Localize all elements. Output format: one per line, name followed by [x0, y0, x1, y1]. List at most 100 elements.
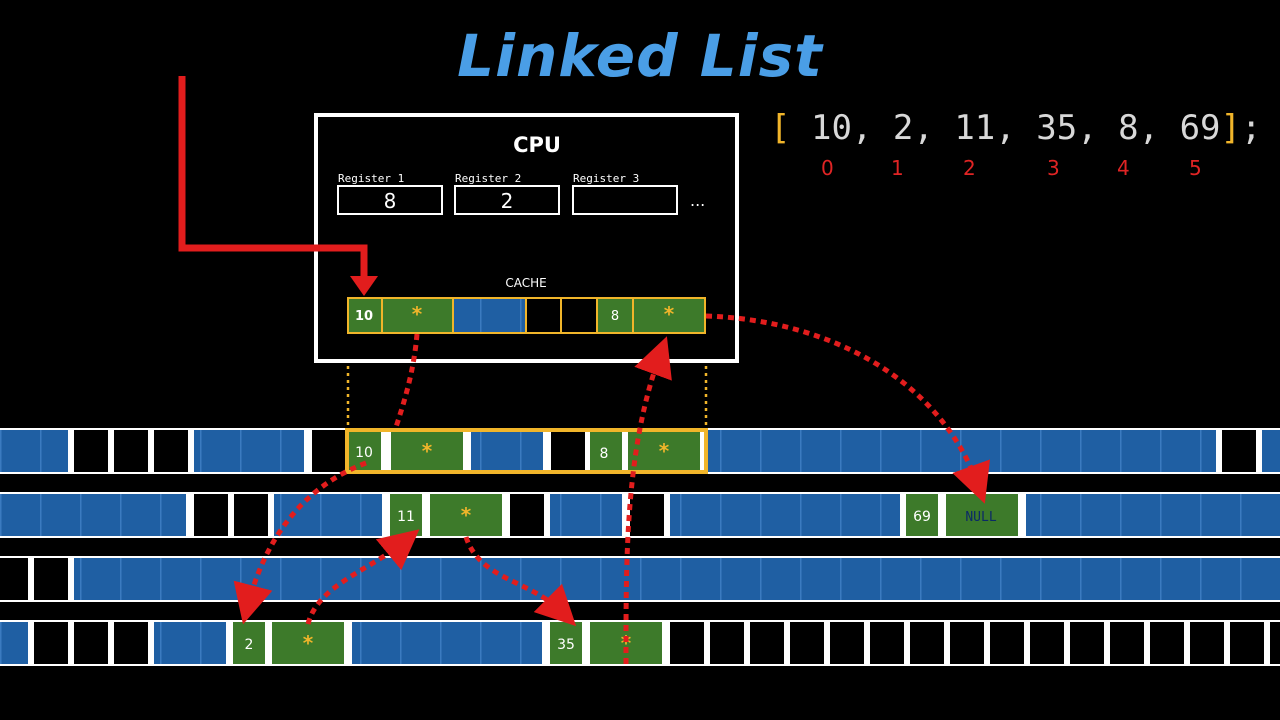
memory-cell-r1-6 [312, 430, 346, 472]
memory-cell-r4-18 [950, 622, 984, 664]
mem-node-10: 10 [355, 445, 373, 461]
cache-label: CACHE [505, 276, 546, 290]
array-value-4: 8 [1118, 108, 1139, 148]
memory-cell-r1-1 [0, 430, 68, 472]
memory-cell-r1-4 [154, 430, 188, 472]
memory-cell-r4-26 [1270, 622, 1280, 664]
memory-cell-r1-14 [1222, 430, 1256, 472]
memory-cell-r4-14 [790, 622, 824, 664]
memory-cell-r2-13 [1026, 494, 1280, 536]
cache-pointer-glyph-8: * [664, 302, 675, 326]
memory-cell-r4-16 [870, 622, 904, 664]
pointer-arrow-2-to-11 [305, 529, 420, 625]
memory-cell-r4-6 [233, 622, 265, 664]
cache-value-10: 10 [355, 309, 373, 324]
memory-cell-r4-24 [1190, 622, 1224, 664]
cache-empty-2 [562, 299, 596, 332]
array-value-2: 11 [954, 108, 996, 148]
register-1 [337, 185, 443, 215]
memory-cell-r3-1 [0, 558, 28, 600]
memory-cell-r1-2 [74, 430, 108, 472]
memory-cell-r1-12 [628, 430, 700, 472]
memory-cell-r4-12 [710, 622, 744, 664]
register-3 [572, 185, 678, 215]
mem-pointer-35: * [621, 631, 632, 655]
array-value-0: 10 [810, 108, 852, 148]
memory-cell-r4-17 [910, 622, 944, 664]
mem-pointer-11: * [461, 503, 472, 527]
memory-cell-r4-22 [1110, 622, 1144, 664]
memory-cell-r4-8 [352, 622, 542, 664]
memory-cell-r3-3 [74, 558, 1280, 600]
cache-value-8: 8 [611, 309, 619, 324]
memory-cell-r2-10 [670, 494, 900, 536]
array-value-5: 69 [1179, 108, 1221, 148]
register-1-value: 8 [384, 189, 397, 213]
memory-cell-r2-6 [430, 494, 502, 536]
memory-cell-r4-5 [154, 622, 226, 664]
cache-node-10 [349, 299, 381, 332]
memory-cell-r4-19 [990, 622, 1024, 664]
memory-cell-r4-1 [0, 622, 28, 664]
register-2 [454, 185, 560, 215]
register-3-label: Register 3 [573, 172, 639, 185]
array-value-3: 35 [1036, 108, 1078, 148]
memory-cell-r1-10 [551, 430, 585, 472]
mem-pointer-8: * [659, 439, 670, 463]
load-arrow [178, 76, 368, 280]
array-index-2: 2 [963, 156, 976, 180]
memory-cell-r4-11 [670, 622, 704, 664]
memory-cell-r1-3 [114, 430, 148, 472]
cache-empty-1 [527, 299, 560, 332]
cache-pointer-glyph-10: * [412, 302, 423, 326]
pointer-arrow-11-to-35 [463, 536, 577, 627]
terminator: ; [1241, 108, 1262, 148]
cache-line [347, 297, 706, 334]
array-index-1: 1 [891, 156, 904, 180]
memory-cell-r1-9 [471, 430, 543, 472]
array-index-4: 4 [1117, 156, 1130, 180]
register-2-value: 2 [501, 189, 514, 213]
memory-cell-r1-5 [194, 430, 304, 472]
array-literal: [ 10, 2, 11, 35, 8, 69]; [770, 108, 1262, 148]
cache-node-8 [598, 299, 632, 332]
array-index-3: 3 [1047, 156, 1060, 180]
memory-cell-r4-15 [830, 622, 864, 664]
memory-cell-r2-2 [194, 494, 228, 536]
mem-pointer-10: * [422, 439, 433, 463]
memory-cell-r4-21 [1070, 622, 1104, 664]
memory-cell-r4-3 [74, 622, 108, 664]
memory-cell-r3-2 [34, 558, 68, 600]
page-title: Linked List [457, 22, 823, 90]
mem-node-11: 11 [397, 509, 415, 525]
memory-cell-r4-23 [1150, 622, 1184, 664]
memory-cell-r1-15 [1262, 430, 1280, 472]
memory-cell-r2-7 [510, 494, 544, 536]
memory-cell-r4-4 [114, 622, 148, 664]
memory-cell-r2-5 [390, 494, 422, 536]
cache-line-highlight [345, 428, 708, 474]
mem-node-8: 8 [600, 446, 609, 462]
memory-cell-r2-1 [0, 494, 186, 536]
memory-cell-r2-11 [906, 494, 938, 536]
mem-null: NULL [965, 510, 996, 525]
memory-cell-r2-8 [550, 494, 622, 536]
pointer-arrow-10-to-2 [233, 460, 367, 625]
memory-cell-r4-20 [1030, 622, 1064, 664]
memory-cell-r2-3 [234, 494, 268, 536]
pointer-arrow-cache-to-mem [392, 333, 420, 431]
memory-cell-r1-8 [391, 430, 463, 472]
memory-cell-r1-11 [590, 430, 622, 472]
array-index-5: 5 [1189, 156, 1202, 180]
memory-cell-r4-7 [272, 622, 344, 664]
cache-blue-cells [454, 299, 525, 332]
memory-cell-r4-2 [34, 622, 68, 664]
memory-cell-r2-9 [630, 494, 664, 536]
memory-cell-r4-9 [550, 622, 582, 664]
memory-cell-r4-25 [1230, 622, 1264, 664]
mem-node-35: 35 [557, 637, 575, 653]
cpu-label: CPU [513, 133, 561, 157]
cache-pointer-8 [634, 299, 704, 332]
cache-pointer-10 [383, 299, 452, 332]
